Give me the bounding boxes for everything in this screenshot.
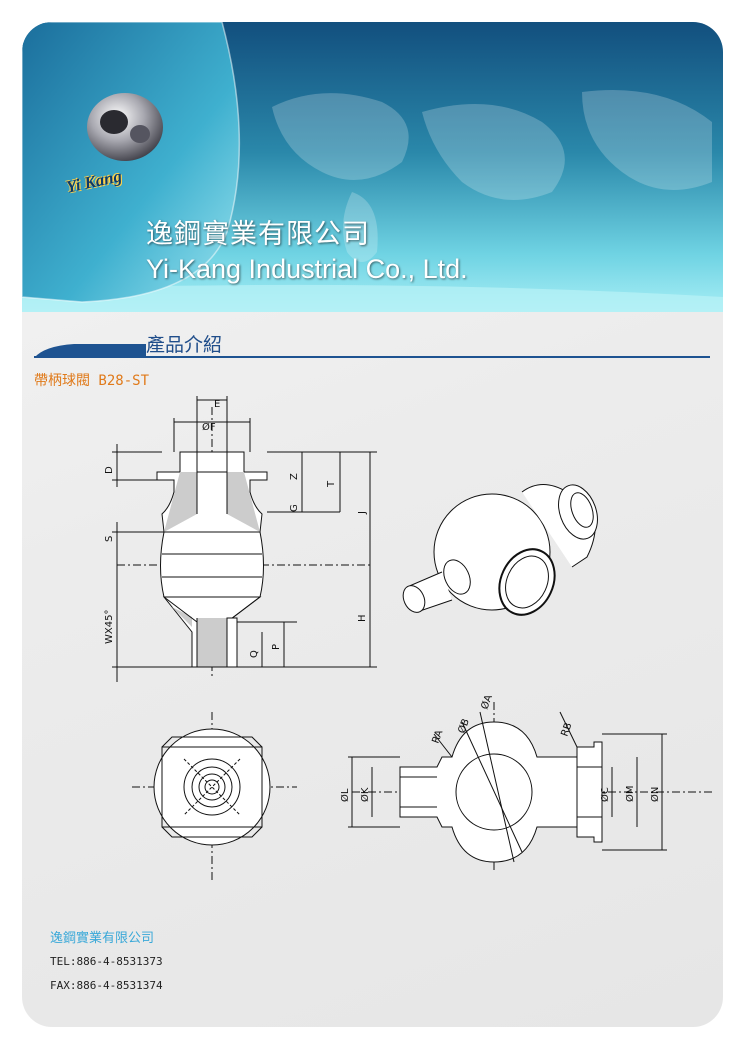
section-tab-shape: [34, 344, 146, 358]
page-card: Yi Kang 逸鋼實業有限公司 Yi-Kang Industrial Co.,…: [22, 22, 723, 1027]
product-title: 帶柄球閥 B28-ST: [34, 373, 150, 389]
dim-h-label: H: [357, 614, 368, 622]
dim-t-label: T: [326, 480, 337, 488]
section-title: 產品介紹: [146, 334, 223, 356]
dim-p-label: P: [271, 644, 282, 650]
dim-a-label: ØA: [479, 693, 495, 711]
dim-c-label: ØC: [599, 787, 611, 802]
dim-n-label: ØN: [649, 787, 661, 802]
dim-l-label: ØL: [339, 788, 351, 802]
banner-background: [22, 22, 723, 312]
front-view: [132, 712, 297, 882]
dim-rb-label: RB: [559, 721, 574, 738]
top-view: [348, 702, 712, 872]
dim-d-label: D: [104, 466, 115, 474]
section-divider: [34, 356, 710, 358]
dim-f-label: ØF: [202, 421, 216, 433]
company-name-en: Yi-Kang Industrial Co., Ltd.: [146, 254, 468, 284]
footer-company-name: 逸鋼實業有限公司: [50, 931, 155, 946]
dim-ra-label: RA: [430, 729, 445, 745]
dim-m-label: ØM: [624, 786, 636, 803]
footer-tel: TEL:886-4-8531373: [50, 955, 163, 968]
company-name-zh: 逸鋼實業有限公司: [146, 219, 370, 250]
technical-drawing: E ØF D Z T G J S H WX45° P Q ØA ØB RA RB…: [104, 396, 712, 882]
dim-j-label: J: [357, 511, 368, 515]
dim-g-label: G: [289, 504, 300, 512]
dim-k-label: ØK: [359, 787, 371, 802]
dim-e-label: E: [214, 399, 220, 410]
dim-q-label: Q: [249, 650, 260, 658]
side-section-view: [112, 396, 377, 682]
dim-s-label: S: [104, 536, 115, 542]
dim-b-label: ØB: [456, 717, 472, 735]
dim-w-label: WX45°: [104, 610, 115, 644]
isometric-view: [402, 484, 598, 616]
header-banner: Yi Kang 逸鋼實業有限公司 Yi-Kang Industrial Co.,…: [22, 22, 723, 312]
footer-fax: FAX:886-4-8531374: [50, 979, 163, 992]
dim-z-label: Z: [289, 473, 300, 480]
